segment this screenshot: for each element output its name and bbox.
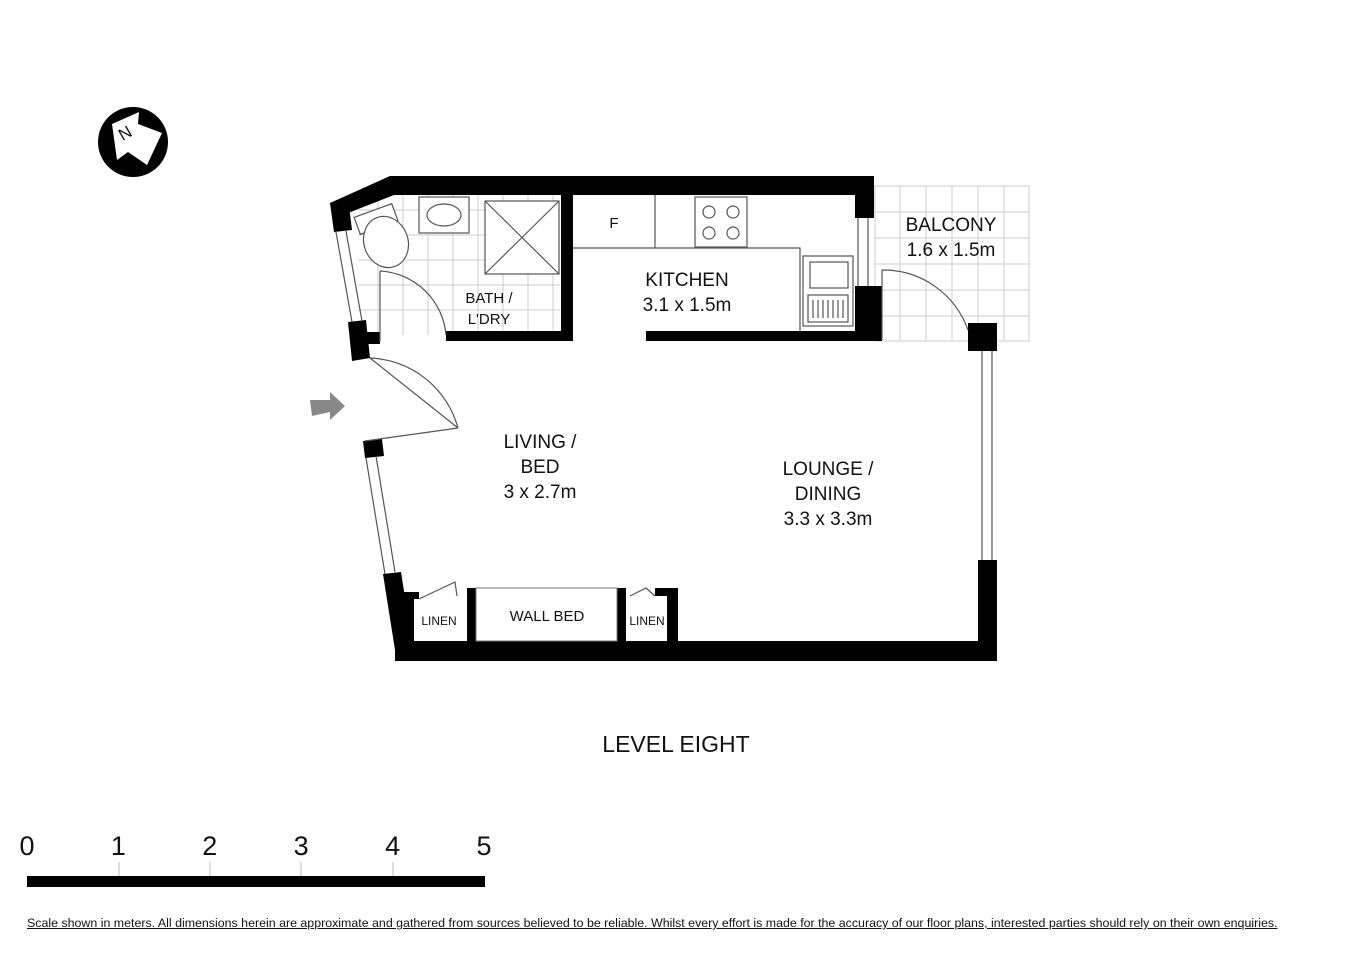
balcony-label: BALCONY	[906, 215, 997, 236]
living-label-line1: LIVING /	[504, 432, 578, 453]
linen-right-label: LINEN	[629, 614, 664, 628]
lounge-label-line2: DINING	[795, 484, 862, 505]
scale-tick-label: 0	[19, 831, 34, 861]
scale-tick-label: 4	[385, 831, 400, 861]
scale-tick-label: 2	[202, 831, 217, 861]
wall-bed-outline	[475, 587, 618, 642]
bath-label-line2: L'DRY	[468, 311, 511, 328]
kitchen-size: 3.1 x 1.5m	[643, 295, 732, 316]
north-arrow-icon: N	[98, 107, 168, 177]
linen-left-label: LINEN	[421, 614, 456, 628]
living-label-line2: BED	[520, 457, 559, 478]
kitchen-label: KITCHEN	[645, 270, 728, 291]
scale-tick-labels: 0 1 2 3 4 5	[19, 831, 491, 861]
disclaimer-text: Scale shown in meters. All dimensions he…	[27, 916, 1278, 930]
living-size: 3 x 2.7m	[504, 482, 577, 503]
scale-bar	[27, 862, 485, 887]
wall-bed-label: WALL BED	[510, 608, 585, 625]
fridge-label: F	[609, 215, 618, 232]
lounge-label-line1: LOUNGE /	[783, 459, 875, 480]
lounge-size: 3.3 x 3.3m	[784, 509, 873, 530]
entry-arrow-icon	[310, 392, 345, 420]
scale-tick-label: 5	[476, 831, 491, 861]
level-title: LEVEL EIGHT	[602, 731, 749, 757]
scale-tick-label: 1	[111, 831, 126, 861]
bath-label-line1: BATH /	[465, 290, 513, 307]
bath-fixtures	[353, 196, 560, 275]
scale-tick-label: 3	[294, 831, 309, 861]
doors	[364, 269, 969, 600]
balcony-size: 1.6 x 1.5m	[907, 240, 996, 261]
walls	[330, 176, 997, 661]
windows	[335, 218, 993, 575]
balcony-tiles	[874, 185, 1030, 342]
kitchen-fixtures	[573, 195, 854, 331]
